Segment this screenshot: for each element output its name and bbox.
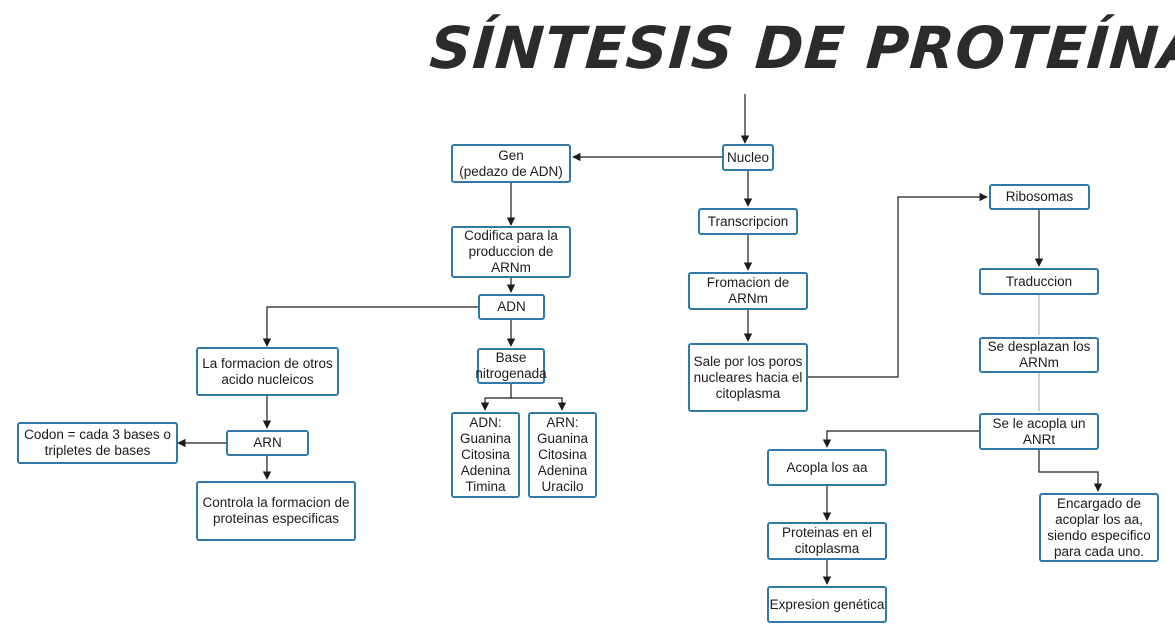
node-label-line: siendo especifico — [1047, 527, 1151, 543]
edge-base-arn-bases — [511, 397, 567, 411]
node-label-line: Gen — [498, 147, 524, 163]
node-label-line: Controla la formacion de — [202, 495, 350, 510]
node-label-line: Expresion genética — [769, 596, 885, 612]
node-label-line: Fromacion de — [706, 275, 790, 290]
edge-adn-otros — [262, 306, 478, 347]
node-transcripcion: Transcripcion — [698, 208, 798, 235]
node-label-line: Adenina — [537, 463, 588, 478]
node-label-line: Uracilo — [541, 479, 584, 494]
node-label-line: Codon = cada 3 bases o — [24, 427, 171, 442]
node-label-line: para cada uno. — [1053, 543, 1145, 559]
node-label-line: nitrogenada — [475, 366, 547, 381]
node-label-line: (pedazo de ADN) — [459, 163, 563, 179]
node-label-line: Citosina — [538, 447, 587, 462]
node-label-line: Acopla los aa — [786, 459, 868, 475]
node-label-line: Sale por los poros — [693, 353, 803, 369]
node-label-line: Transcripcion — [707, 213, 789, 229]
node-label-line: produccion de — [468, 244, 554, 259]
edge-anrt-acopla-aa — [822, 430, 979, 448]
node-label-line: proteinas especificas — [212, 511, 340, 526]
node-label-line: acido nucleicos — [221, 371, 314, 387]
node-acopla-aa: Acopla los aa — [767, 449, 887, 486]
node-label-line: Nucleo — [726, 149, 770, 165]
node-traduccion: Traduccion — [979, 268, 1099, 295]
node-nucleo: Nucleo — [722, 144, 774, 171]
node-label-line: Proteinas en el — [781, 525, 873, 540]
node-label-line: Base — [495, 350, 527, 365]
edge-anrt-encargado — [1038, 450, 1103, 492]
node-label-line: La formacion de otros — [202, 355, 333, 371]
node-label-line: Encargado de — [1056, 495, 1142, 511]
node-label-line: ARNm — [1019, 355, 1059, 370]
node-label-line: Ribosomas — [1005, 189, 1074, 204]
node-label-line: Se le acopla un — [992, 415, 1086, 431]
node-label-line: Guanina — [536, 431, 589, 446]
node-label-line: citoplasma — [794, 541, 860, 556]
node-expresion: Expresion genética — [767, 586, 887, 623]
node-label-line: ARNm — [728, 291, 768, 306]
node-label-line: ARNm — [491, 260, 531, 275]
node-label-line: ANRt — [1022, 431, 1056, 447]
node-label-line: ADN: — [469, 415, 502, 430]
edge-sale-ribosomas — [808, 192, 988, 378]
node-ribosomas: Ribosomas — [989, 184, 1090, 210]
node-label-line: Se desplazan los — [987, 339, 1091, 354]
node-label-line: Timina — [465, 479, 506, 494]
node-label-line: ARN — [253, 435, 282, 450]
node-label-line: nucleares hacia el — [693, 369, 803, 385]
node-label-line: Guanina — [459, 431, 512, 446]
node-label-line: ADN — [497, 299, 526, 314]
edge-base-split — [480, 384, 512, 411]
node-label-line: Codifica para la — [464, 228, 558, 243]
node-label-line: Adenina — [460, 463, 511, 478]
node-gen: Gen(pedazo de ADN) — [451, 144, 571, 183]
node-label-line: ARN: — [546, 415, 579, 430]
node-label-line: citoplasma — [715, 385, 781, 401]
node-label-line: Traduccion — [1005, 273, 1073, 289]
node-label-line: acoplar los aa, — [1055, 511, 1143, 527]
node-label-line: tripletes de bases — [44, 443, 151, 458]
node-arn: ARN — [226, 430, 309, 456]
node-label-line: Citosina — [461, 447, 510, 462]
node-adn: ADN — [478, 294, 545, 320]
